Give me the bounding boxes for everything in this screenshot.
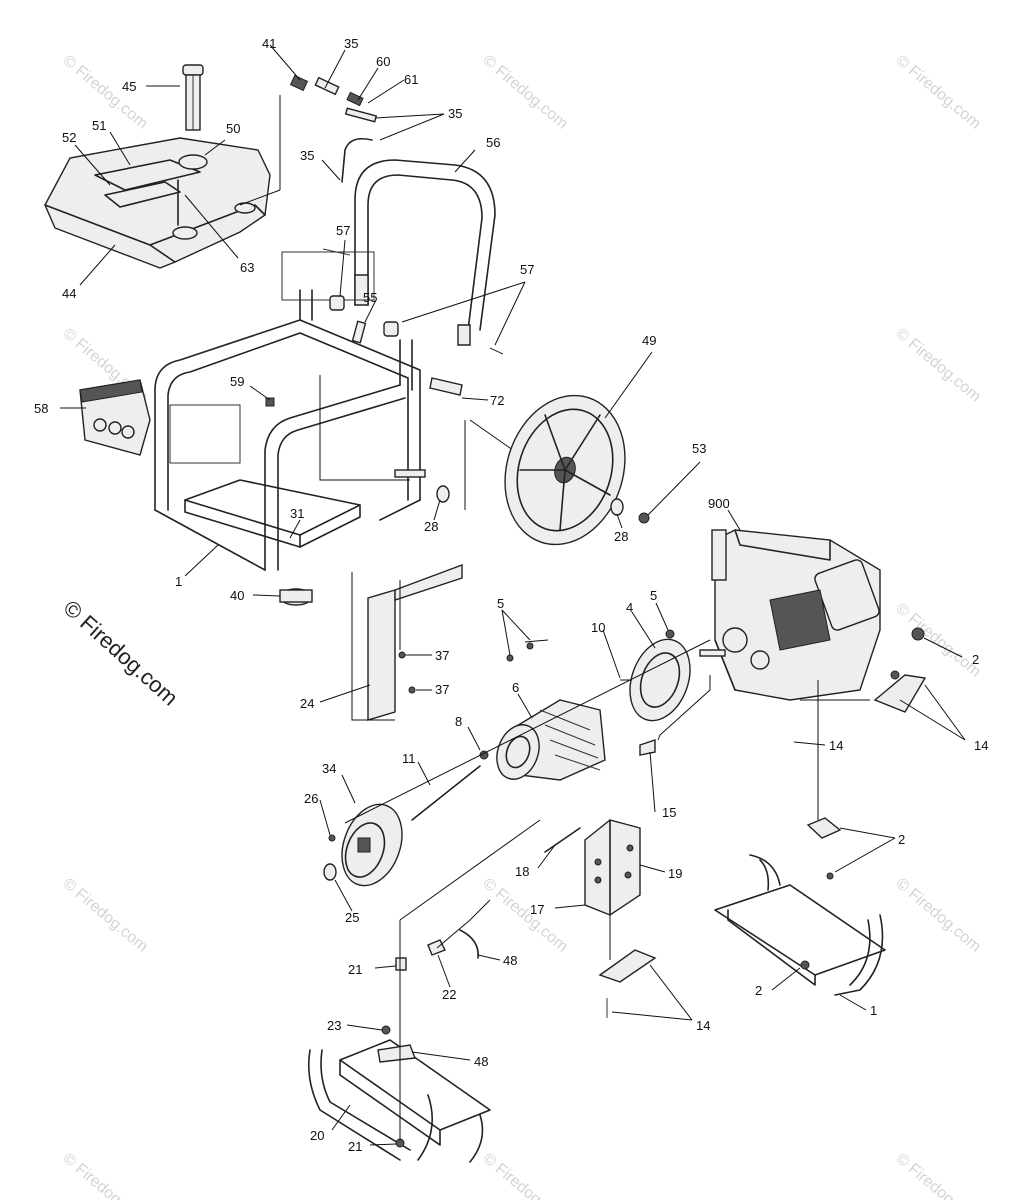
callout-35: 35	[448, 106, 462, 121]
callout-63: 63	[240, 260, 254, 275]
callout-44: 44	[62, 286, 76, 301]
callout-51: 51	[92, 118, 106, 133]
callout-17: 17	[530, 902, 544, 917]
callout-37: 37	[435, 648, 449, 663]
callout-25: 25	[345, 910, 359, 925]
callout-1: 1	[175, 574, 182, 589]
callout-59: 59	[230, 374, 244, 389]
callout-41: 41	[262, 36, 276, 51]
watermark-main-text: © Firedog.com	[59, 595, 183, 710]
callout-19: 19	[668, 866, 682, 881]
callout-10: 10	[591, 620, 605, 635]
callout-14: 14	[696, 1018, 710, 1033]
callout-31: 31	[290, 506, 304, 521]
callout-11: 11	[402, 751, 416, 766]
watermark-text: © Firedog.com	[892, 52, 983, 133]
callout-21: 21	[348, 962, 362, 977]
fuel-line-assembly	[239, 74, 378, 206]
callout-37: 37	[435, 682, 449, 697]
callout-28: 28	[614, 529, 628, 544]
callout-labels: 45 41 35 60 61 35 52 51 50 35 56 63 44 5…	[34, 36, 988, 1154]
callout-48: 48	[474, 1054, 488, 1069]
watermark-text: © Firedog.com	[479, 875, 570, 956]
callout-14: 14	[829, 738, 843, 753]
callout-23: 23	[327, 1018, 341, 1033]
callout-2: 2	[755, 983, 762, 998]
callout-26: 26	[304, 791, 318, 806]
watermark-text: © Firedog.com	[892, 325, 983, 406]
engine	[699, 529, 927, 713]
callout-8: 8	[455, 714, 462, 729]
callout-2: 2	[972, 652, 979, 667]
callout-22: 22	[442, 987, 456, 1002]
callout-48: 48	[503, 953, 517, 968]
watermark-text: © Firedog.com	[59, 1150, 150, 1200]
callout-45: 45	[122, 79, 136, 94]
callout-60: 60	[376, 54, 390, 69]
callout-2: 2	[898, 832, 905, 847]
base-plate	[351, 563, 463, 721]
callout-34: 34	[322, 761, 336, 776]
watermark-text: © Firedog.com	[892, 600, 983, 681]
wheel	[504, 394, 650, 546]
left-base-foot	[307, 819, 541, 1163]
callout-5: 5	[650, 588, 657, 603]
callout-28: 28	[424, 519, 438, 534]
callout-leaders	[60, 44, 966, 1146]
callout-61: 61	[404, 72, 418, 87]
callout-1: 1	[870, 1003, 877, 1018]
fuel-gauge	[182, 64, 204, 131]
control-box	[544, 675, 711, 1018]
callout-53: 53	[692, 441, 706, 456]
callout-56: 56	[486, 135, 500, 150]
right-base-foot	[714, 680, 886, 996]
watermark-text: © Firedog.com	[479, 52, 570, 133]
watermark-text: © Firedog.com	[59, 875, 150, 956]
callout-49: 49	[642, 333, 656, 348]
frame	[154, 289, 421, 606]
callout-6: 6	[512, 680, 519, 695]
callout-21: 21	[348, 1139, 362, 1154]
callout-20: 20	[310, 1128, 324, 1143]
callout-58: 58	[34, 401, 48, 416]
callout-52: 52	[62, 130, 76, 145]
callout-35: 35	[344, 36, 358, 51]
frame-small-parts	[265, 377, 463, 407]
control-panel	[79, 379, 151, 456]
callout-57: 57	[520, 262, 534, 277]
fuel-tank	[44, 137, 271, 269]
watermark-text: © Firedog.com	[892, 875, 983, 956]
callout-5: 5	[497, 596, 504, 611]
axle-leaders	[319, 375, 521, 510]
callout-18: 18	[515, 864, 529, 879]
handle-bar	[354, 159, 496, 346]
callout-50: 50	[226, 121, 240, 136]
alternator	[323, 629, 711, 887]
callout-900: 900	[708, 496, 730, 511]
callout-35: 35	[300, 148, 314, 163]
callout-4: 4	[626, 600, 633, 615]
callout-14: 14	[974, 738, 988, 753]
handle-mount-plate	[281, 248, 504, 355]
callout-57: 57	[336, 223, 350, 238]
watermark-text: © Firedog.com	[892, 1150, 983, 1200]
callout-24: 24	[300, 696, 314, 711]
callout-15: 15	[662, 805, 676, 820]
callout-55: 55	[363, 290, 377, 305]
watermark-text: © Firedog.com	[479, 1150, 570, 1200]
callout-72: 72	[490, 393, 504, 408]
callout-40: 40	[230, 588, 244, 603]
